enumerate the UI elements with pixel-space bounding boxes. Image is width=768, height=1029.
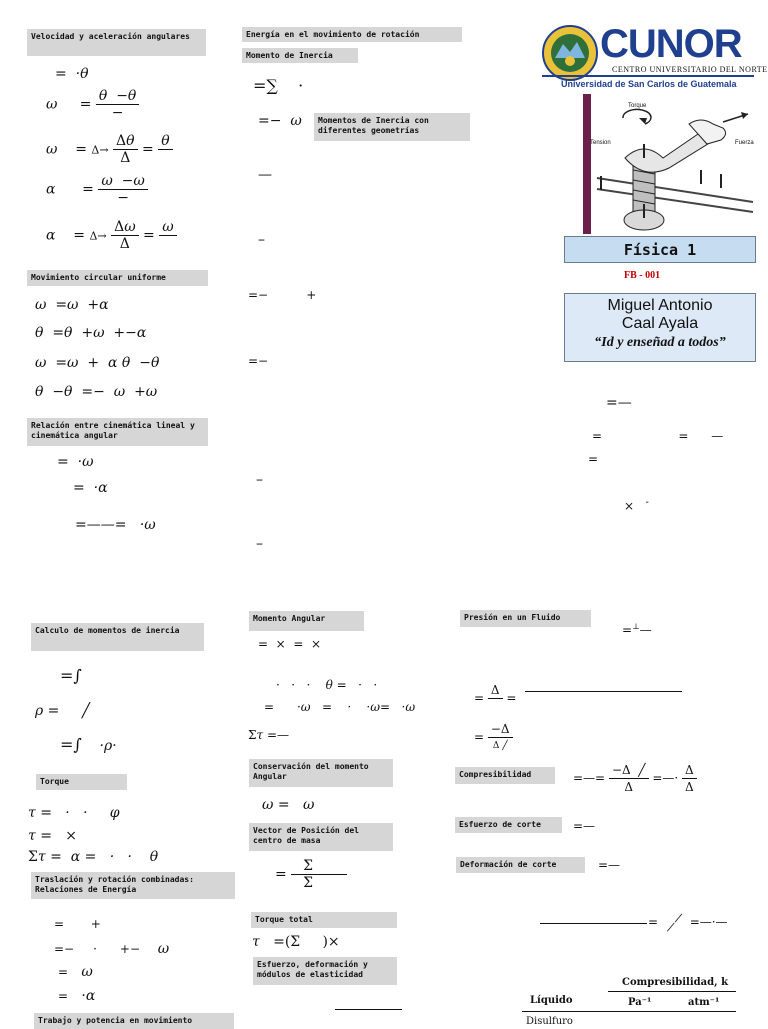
formula: ω = ω xyxy=(262,797,314,813)
formula: θ −θ =− ω +ω xyxy=(35,384,157,400)
table-col-pa: Pa⁻¹ xyxy=(628,997,651,1008)
formula: =— xyxy=(598,857,620,873)
formula: – xyxy=(256,536,263,552)
figure-label-fuerza: Fuerza xyxy=(735,140,754,146)
formula: ω =ω +α xyxy=(35,297,109,313)
course-title-box: Física 1 xyxy=(564,236,756,263)
formula: Στ =— xyxy=(248,727,289,743)
header-calculo: Calculo de momentos de inercia xyxy=(31,623,204,651)
formula: · · · θ = · · xyxy=(276,677,377,693)
formula: τ = · · φ xyxy=(28,805,120,821)
header-momento-inercia: Momento de Inercia xyxy=(242,48,358,63)
formula: = xyxy=(588,451,598,467)
formula: =— xyxy=(606,395,632,411)
formula: = ·α xyxy=(58,988,95,1004)
formula-line xyxy=(525,691,682,692)
formula: ω = θ −θ − xyxy=(46,88,139,121)
formula: ρ = ╱ xyxy=(35,703,90,719)
author-box: Miguel Antonio Caal Ayala “Id y enseñad … xyxy=(564,293,756,362)
formula: =⊥— xyxy=(622,619,652,638)
formula: = ·ω xyxy=(57,454,94,470)
formula: = ·α xyxy=(73,480,108,496)
formula: =∫ xyxy=(60,668,82,684)
formula: =——= ·ω xyxy=(75,517,156,533)
header-velocidad: Velocidad y aceleración angulares xyxy=(27,29,206,56)
formula: α = ω −ω − xyxy=(46,173,148,206)
author-name-line2: Caal Ayala xyxy=(565,315,755,333)
formula: – xyxy=(256,472,263,488)
course-title: Física 1 xyxy=(624,241,696,259)
formula: =∫ ·ρ· xyxy=(60,737,117,754)
formula: τ = × xyxy=(28,828,77,844)
formula: = Σ Σ xyxy=(275,858,347,891)
header-momento-angular: Momento Angular xyxy=(249,611,364,631)
formula: — xyxy=(258,167,272,183)
header-relacion: Relación entre cinemática lineal y cinem… xyxy=(27,418,208,446)
formula: θ =θ +ω +−α xyxy=(35,325,146,341)
header-compresibilidad: Compresibilidad xyxy=(455,767,555,784)
header-torque-total: Torque total xyxy=(251,912,397,928)
table-col-liquido: Líquido xyxy=(530,995,573,1006)
formula: =—= −Δ ╱Δ =—· ΔΔ xyxy=(573,762,697,795)
formula: = = — xyxy=(592,428,723,444)
torque-wrench-figure xyxy=(583,94,755,234)
formula: = + xyxy=(54,916,101,932)
formula: = ·ω = · ·ω= ·ω xyxy=(264,699,415,715)
header-momentos-geom: Momentos de Inercia con diferentes geome… xyxy=(314,113,470,141)
cunor-name: CUNOR xyxy=(600,22,742,66)
formula: =− ω xyxy=(258,113,302,129)
formula: ω = Δ→ ΔθΔ = θ xyxy=(46,133,173,166)
header-conservacion: Conservación del momento Angular xyxy=(249,759,393,787)
header-energia-rot: Energía en el movimiento de rotación xyxy=(242,27,462,42)
formula: =∑ · xyxy=(253,78,303,94)
header-vector-posicion: Vector de Posición del centro de masa xyxy=(249,823,393,851)
figure-label-torque: Torque xyxy=(628,103,646,109)
motto: “Id y enseñad a todos” xyxy=(565,333,755,353)
formula: τ =(Σ )× xyxy=(252,934,340,950)
formula: α = Δ→ ΔωΔ = ω xyxy=(46,219,177,252)
header-mcu: Movimiento circular uniforme xyxy=(27,270,208,286)
author-name-line1: Miguel Antonio xyxy=(565,297,755,315)
formula: = —— =—·— xyxy=(648,914,728,930)
formula: = × = × xyxy=(258,636,321,652)
cunor-seal-logo xyxy=(541,24,599,82)
header-deformacion-corte: Deformación de corte xyxy=(456,857,585,873)
table-col-atm: atm⁻¹ xyxy=(688,997,719,1008)
formula: = ω xyxy=(58,964,93,980)
formula: = ·θ xyxy=(55,66,89,82)
header-presion: Presión en un Fluido xyxy=(460,610,591,627)
formula: × - xyxy=(624,495,649,514)
table-row-1: Disulfuro xyxy=(526,1016,573,1027)
header-esfuerzo-corte: Esfuerzo de corte xyxy=(455,817,562,833)
course-code: FB - 001 xyxy=(624,270,660,281)
logo-divider xyxy=(542,75,754,77)
university-name: Universidad de San Carlos de Guatemala xyxy=(561,79,737,89)
formula-line xyxy=(540,923,647,924)
formula: =− · +− ω xyxy=(54,941,169,957)
header-esfuerzo: Esfuerzo, deformación y módulos de elast… xyxy=(253,957,397,985)
cunor-subtitle: Centro Universitario del Norte xyxy=(612,65,768,74)
formula: Στ = α = · · θ xyxy=(28,849,158,865)
formula: =— xyxy=(573,818,595,834)
figure-label-tension: Tension xyxy=(590,140,611,146)
header-trabajo: Trabajo y potencia en movimiento xyxy=(34,1013,234,1029)
formula: =− xyxy=(248,353,268,369)
formula: ω =ω + α θ −θ xyxy=(35,355,159,371)
table-title: Compresibilidad, k xyxy=(622,977,728,988)
formula: = −ΔΔ ╱ xyxy=(474,721,513,754)
formula: = Δ = xyxy=(474,682,516,715)
formula: =− + xyxy=(248,287,316,303)
formula: – xyxy=(258,232,265,248)
header-torque: Torque xyxy=(36,774,127,790)
header-traslacion: Traslación y rotación combinadas: Relaci… xyxy=(31,872,235,899)
formula-line xyxy=(335,1009,402,1010)
